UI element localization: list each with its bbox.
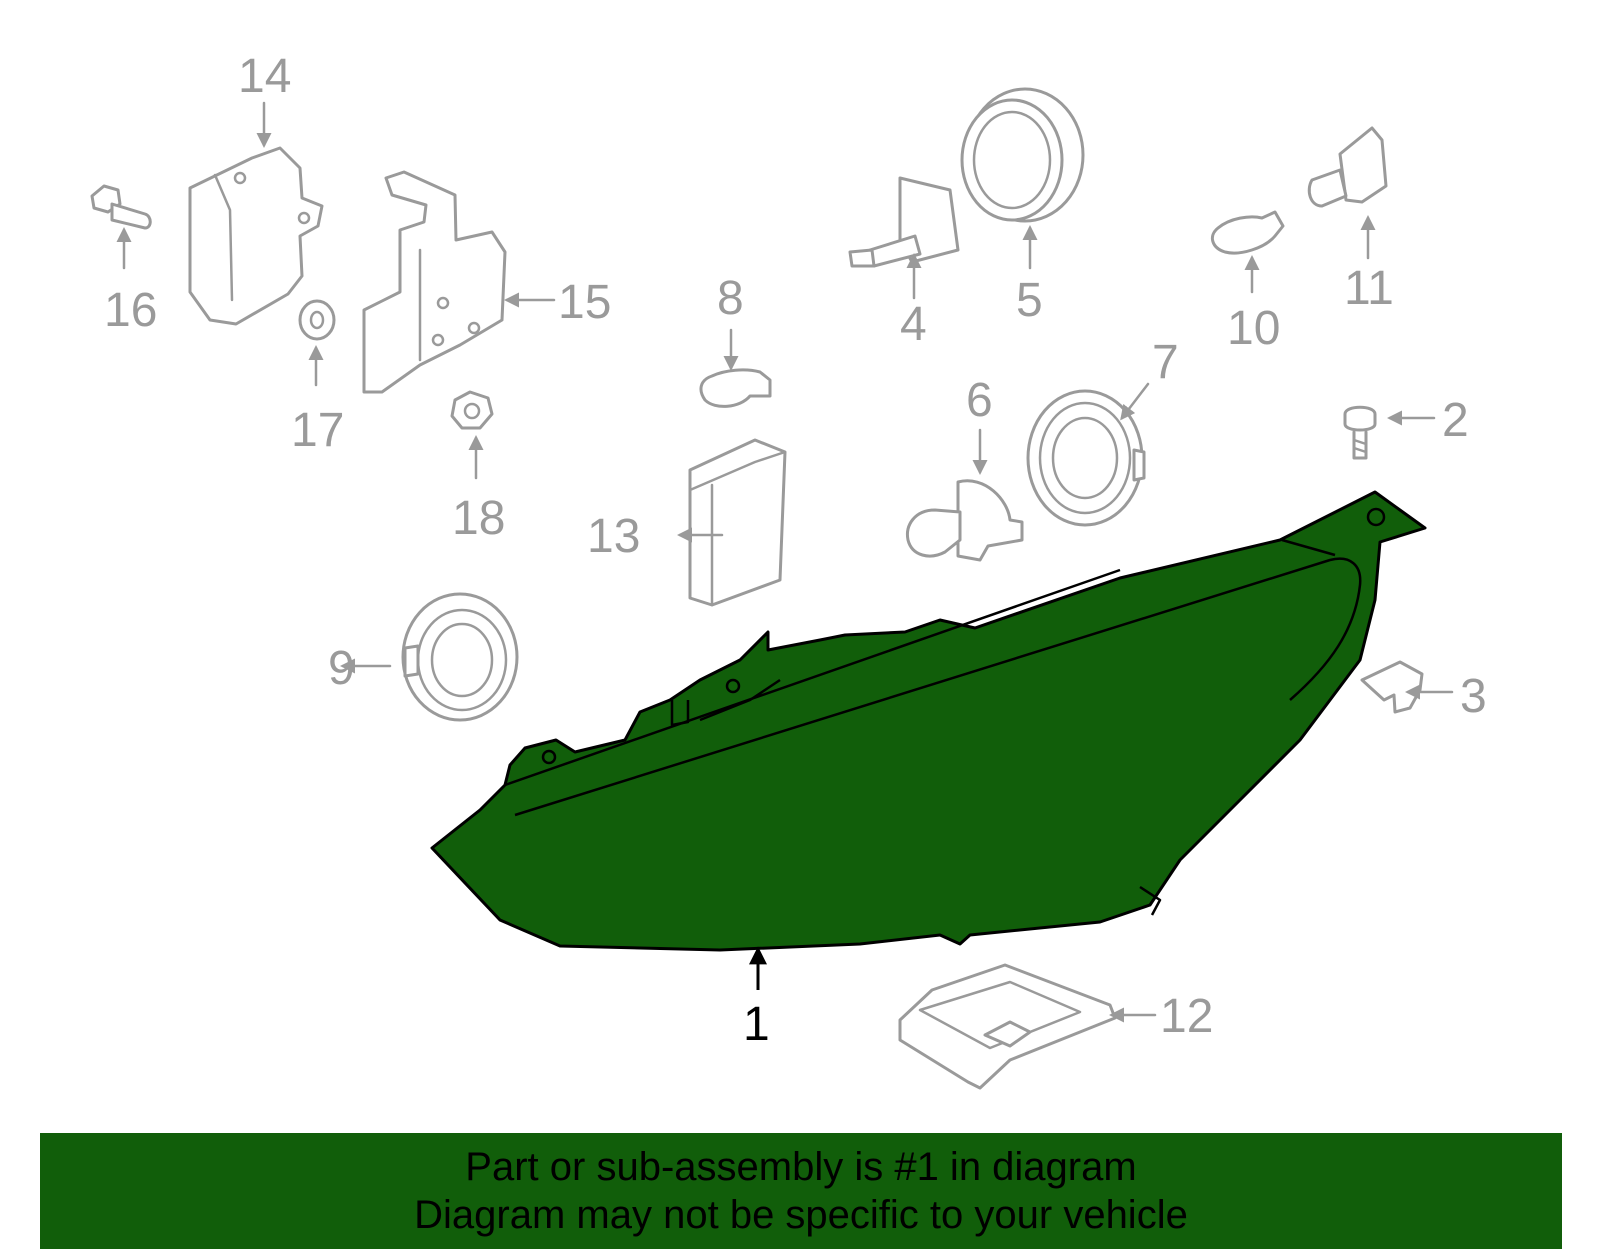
module-part-12[interactable] — [898, 963, 1117, 1090]
module-part-13[interactable] — [688, 438, 787, 607]
callout-11: 11 — [1344, 262, 1394, 315]
bulb-part-10[interactable] — [1210, 210, 1285, 255]
callout-1: 1 — [743, 998, 770, 1051]
callout-6: 6 — [966, 374, 993, 427]
callout-8: 8 — [717, 272, 744, 325]
banner-line-1: Part or sub-assembly is #1 in diagram — [465, 1145, 1137, 1189]
nut-part-18[interactable] — [450, 390, 494, 430]
callout-14: 14 — [238, 50, 291, 103]
callout-7: 7 — [1152, 336, 1179, 389]
bolt-part-16[interactable] — [90, 184, 152, 230]
bulb-part-8[interactable] — [699, 368, 772, 408]
bracket-part-14[interactable] — [188, 146, 324, 326]
callout-10: 10 — [1227, 302, 1280, 355]
cap-part-9[interactable] — [401, 592, 519, 722]
callout-13: 13 — [587, 510, 640, 563]
clip-part-3[interactable] — [1360, 660, 1424, 714]
callout-15: 15 — [558, 276, 611, 329]
info-banner: Part or sub-assembly is #1 in diagram Di… — [40, 1133, 1562, 1249]
callout-5: 5 — [1016, 274, 1043, 327]
callout-4: 4 — [900, 298, 927, 351]
bulb-part-4[interactable] — [848, 176, 960, 268]
screw-part-2[interactable] — [1343, 405, 1377, 460]
bulb-part-11[interactable] — [1307, 126, 1388, 208]
bulb-part-6[interactable] — [905, 479, 1024, 562]
bracket-part-15[interactable] — [362, 170, 507, 394]
callout-16: 16 — [104, 284, 157, 337]
cap-part-7[interactable] — [1026, 389, 1146, 527]
headlamp-assembly-part-1[interactable] — [430, 490, 1427, 952]
callout-3: 3 — [1460, 670, 1487, 723]
callout-12: 12 — [1160, 990, 1213, 1043]
callout-18: 18 — [452, 492, 505, 545]
washer-part-17[interactable] — [298, 299, 336, 341]
callout-2: 2 — [1442, 394, 1469, 447]
callout-9: 9 — [328, 642, 355, 695]
seal-ring-part-5[interactable] — [960, 87, 1085, 223]
banner-line-2: Diagram may not be specific to your vehi… — [414, 1193, 1188, 1237]
leader-arrows — [116, 101, 1454, 1023]
callout-17: 17 — [291, 404, 344, 457]
